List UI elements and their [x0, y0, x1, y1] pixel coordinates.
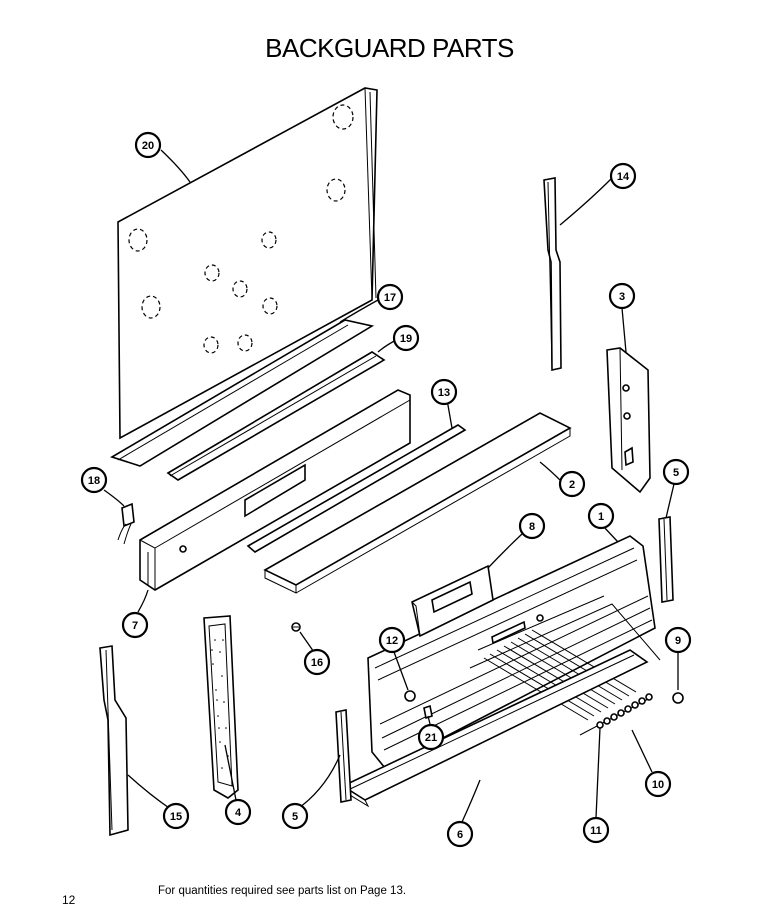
callout-1[interactable]: 1 — [587, 502, 615, 530]
part-16-screw[interactable] — [291, 622, 301, 632]
callout-17[interactable]: 17 — [376, 283, 404, 311]
callout-5-right-label: 5 — [673, 467, 679, 479]
part-20-back-panel[interactable] — [117, 87, 378, 440]
callout-10-label: 10 — [652, 779, 664, 791]
part-13-strip[interactable] — [246, 424, 467, 553]
callout-6[interactable]: 6 — [446, 820, 474, 848]
callout-16[interactable]: 16 — [303, 648, 331, 676]
callout-6-label: 6 — [457, 829, 463, 841]
part-2-channel[interactable] — [263, 412, 572, 594]
callout-5-left-label: 5 — [292, 811, 298, 823]
callout-7-label: 7 — [132, 620, 138, 632]
callout-13[interactable]: 13 — [430, 378, 458, 406]
part-4-insulation-pad[interactable] — [203, 615, 239, 799]
callout-12[interactable]: 12 — [378, 626, 406, 654]
part-19-trim-strip[interactable] — [166, 351, 386, 481]
part-17-trim-strip[interactable] — [110, 319, 375, 467]
callout-10[interactable]: 10 — [644, 770, 672, 798]
part-10-switch-pins[interactable] — [469, 595, 661, 736]
callout-4[interactable]: 4 — [224, 798, 252, 826]
callout-2[interactable]: 2 — [558, 470, 586, 498]
callout-9[interactable]: 9 — [664, 626, 692, 654]
callout-11[interactable]: 11 — [582, 816, 610, 844]
callout-12-label: 12 — [386, 635, 398, 647]
callout-13-label: 13 — [438, 387, 450, 399]
callout-11-label: 11 — [590, 825, 602, 837]
callout-3[interactable]: 3 — [608, 282, 636, 310]
part-3-end-cap[interactable] — [606, 347, 651, 494]
callout-9-label: 9 — [675, 635, 681, 647]
callout-4-label: 4 — [235, 807, 242, 819]
part-18-wire-clip[interactable] — [117, 502, 135, 545]
callout-19[interactable]: 19 — [392, 324, 420, 352]
callout-18[interactable]: 18 — [80, 466, 108, 494]
part-9-knob[interactable] — [672, 692, 684, 704]
callout-1-label: 1 — [598, 511, 604, 523]
page-number: 12 — [62, 893, 76, 907]
callout-2-label: 2 — [569, 479, 575, 491]
part-15-left-bracket[interactable] — [99, 645, 129, 837]
callout-15-label: 15 — [170, 811, 182, 823]
callout-18-label: 18 — [88, 475, 100, 487]
callout-3-label: 3 — [619, 291, 625, 303]
callout-8-label: 8 — [529, 521, 535, 533]
part-21-pin[interactable] — [423, 704, 433, 720]
part-14-side-bracket[interactable] — [543, 177, 562, 371]
callout-14[interactable]: 14 — [609, 162, 637, 190]
part-5-left-strip[interactable] — [335, 709, 352, 803]
callout-20-label: 20 — [142, 140, 154, 152]
callout-21[interactable]: 21 — [417, 723, 445, 751]
part-8-clock-timer[interactable] — [411, 564, 494, 638]
part-7-control-housing[interactable] — [139, 389, 411, 591]
callout-20[interactable]: 20 — [134, 131, 162, 159]
part-6-bottom-trim[interactable] — [341, 649, 649, 808]
callout-16-label: 16 — [311, 657, 323, 669]
callout-5-left[interactable]: 5 — [281, 802, 309, 830]
callout-7[interactable]: 7 — [121, 611, 149, 639]
callout-8[interactable]: 8 — [518, 512, 546, 540]
page-title: BACKGUARD PARTS — [265, 33, 514, 63]
callout-19-label: 19 — [400, 333, 412, 345]
footnote: For quantities required see parts list o… — [158, 885, 407, 897]
callout-21-label: 21 — [425, 732, 437, 744]
callout-14-label: 14 — [617, 171, 630, 183]
part-5-right-strip[interactable] — [658, 516, 674, 603]
callout-17-label: 17 — [384, 292, 396, 304]
part-1-control-panel[interactable] — [367, 535, 656, 770]
callout-15[interactable]: 15 — [162, 802, 190, 830]
callout-5-right[interactable]: 5 — [662, 458, 690, 486]
